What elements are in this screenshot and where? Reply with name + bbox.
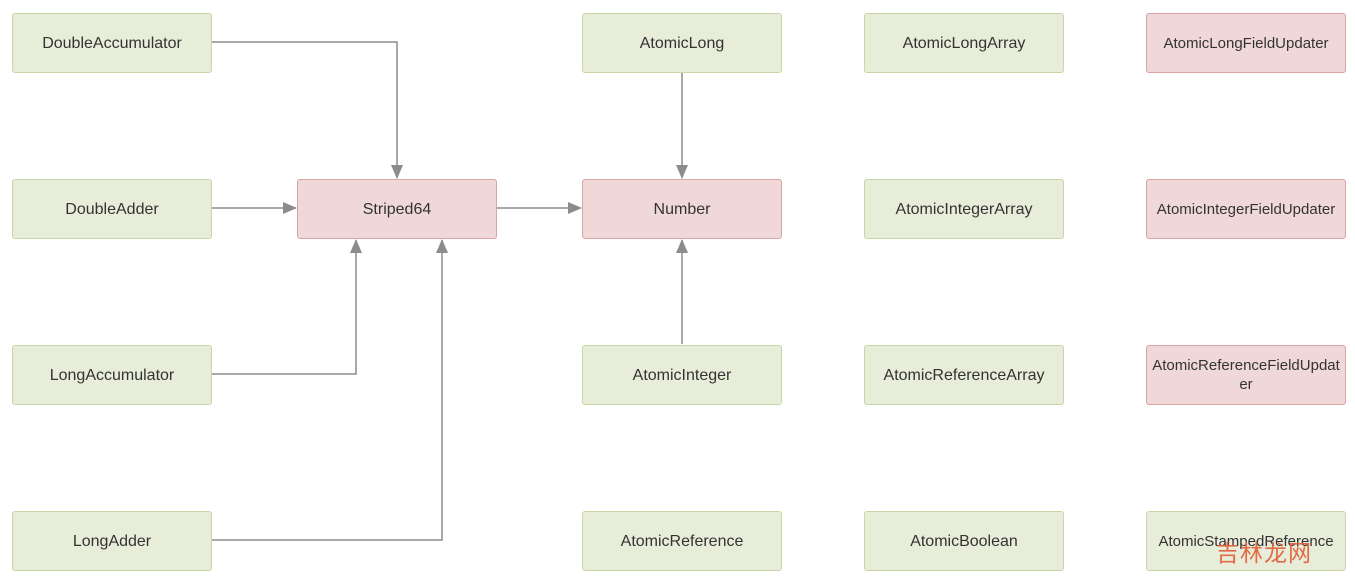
node-atomic-long-field-updater[interactable]: AtomicLongFieldUpdater [1146, 13, 1346, 73]
node-atomic-reference-array[interactable]: AtomicReferenceArray [864, 345, 1064, 405]
node-number[interactable]: Number [582, 179, 782, 239]
node-atomic-long[interactable]: AtomicLong [582, 13, 782, 73]
node-atomic-reference-field-updater[interactable]: AtomicReferenceFieldUpdater [1146, 345, 1346, 405]
node-atomic-integer[interactable]: AtomicInteger [582, 345, 782, 405]
edge-longadder-to-striped64 [212, 239, 448, 541]
node-atomic-long-array[interactable]: AtomicLongArray [864, 13, 1064, 73]
edge-doubleaccumulator-to-striped64 [212, 41, 403, 179]
node-atomic-boolean[interactable]: AtomicBoolean [864, 511, 1064, 571]
watermark-text: 吉林龙网 [1216, 541, 1312, 567]
node-atomic-integer-field-updater[interactable]: AtomicIntegerFieldUpdater [1146, 179, 1346, 239]
node-atomic-integer-array[interactable]: AtomicIntegerArray [864, 179, 1064, 239]
node-long-accumulator[interactable]: LongAccumulator [12, 345, 212, 405]
node-atomic-stamped-reference[interactable]: AtomicStampedReference [1146, 511, 1346, 571]
node-long-adder[interactable]: LongAdder [12, 511, 212, 571]
node-double-accumulator[interactable]: DoubleAccumulator [12, 13, 212, 73]
node-striped64[interactable]: Striped64 [297, 179, 497, 239]
node-atomic-reference[interactable]: AtomicReference [582, 511, 782, 571]
edge-longaccumulator-to-striped64 [212, 239, 362, 375]
node-double-adder[interactable]: DoubleAdder [12, 179, 212, 239]
